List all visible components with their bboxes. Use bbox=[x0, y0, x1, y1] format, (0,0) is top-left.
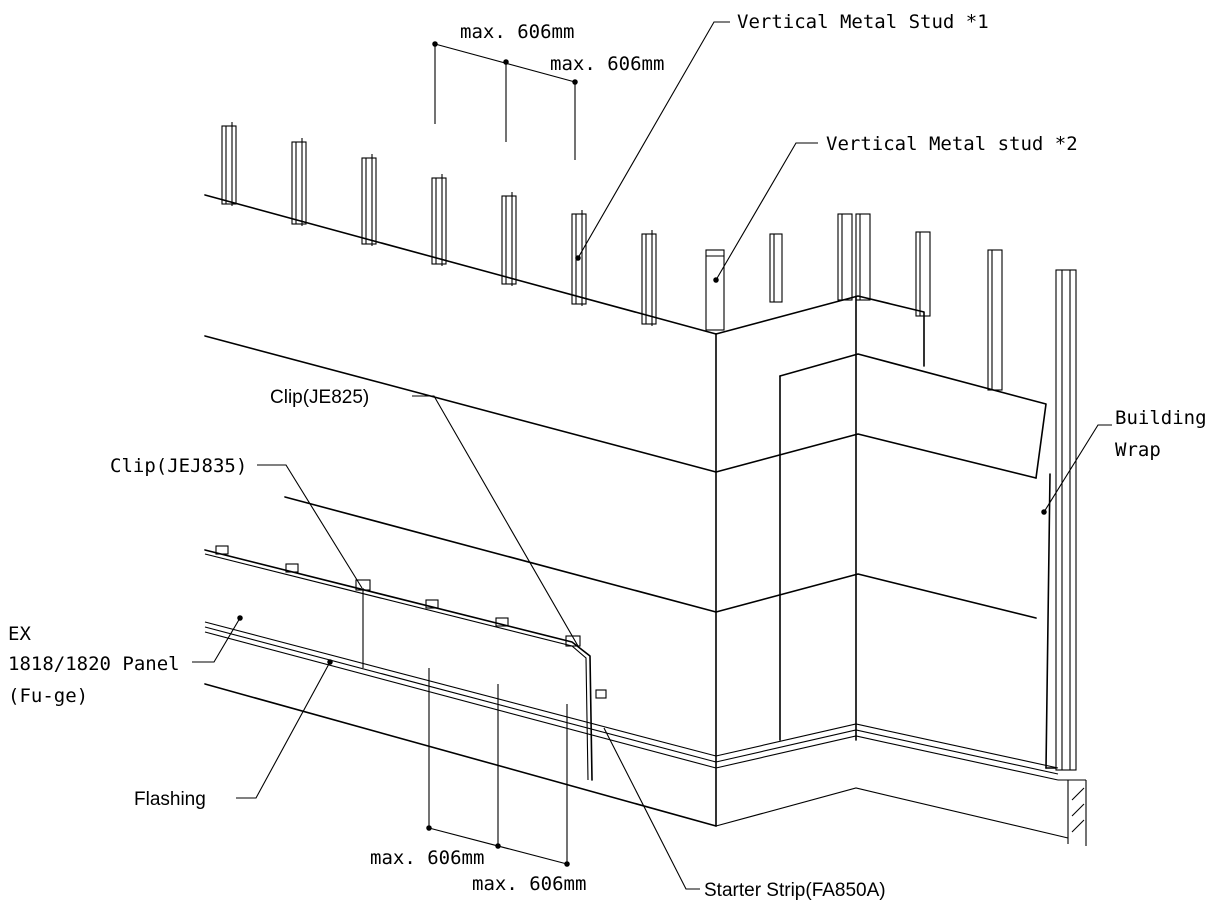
clip-je825 bbox=[565, 635, 581, 647]
label-building-wrap-line1: Building bbox=[1115, 407, 1207, 429]
metal-stud bbox=[221, 122, 237, 206]
vertical-metal-studs bbox=[221, 122, 725, 331]
wall-outline bbox=[204, 194, 1057, 827]
leader-lines bbox=[192, 21, 1112, 890]
label-starter-strip: Starter Strip(FA850A) bbox=[704, 880, 886, 901]
labels: Vertical Metal Stud *1 Vertical Metal st… bbox=[8, 11, 1207, 901]
label-vertical-metal-stud-1: Vertical Metal Stud *1 bbox=[737, 11, 989, 33]
metal-stud bbox=[361, 154, 377, 246]
label-panel-line3: (Fu-ge) bbox=[8, 685, 88, 707]
clip-rail bbox=[204, 545, 607, 781]
label-clip-je825: Clip(JE825) bbox=[270, 387, 369, 408]
right-wall-studs bbox=[769, 213, 1077, 771]
label-dimension-bottom-2: max. 606mm bbox=[472, 873, 586, 895]
metal-stud bbox=[291, 138, 307, 226]
metal-stud-square bbox=[705, 249, 725, 331]
label-clip-jej835: Clip(JEJ835) bbox=[110, 455, 247, 477]
base-flashing bbox=[204, 621, 1087, 846]
label-building-wrap-line2: Wrap bbox=[1115, 439, 1161, 461]
label-panel-line2: 1818/1820 Panel bbox=[8, 653, 180, 675]
label-vertical-metal-stud-2: Vertical Metal stud *2 bbox=[826, 133, 1078, 155]
label-dimension-top-2: max. 606mm bbox=[550, 53, 664, 75]
label-panel-line1: EX bbox=[8, 623, 31, 645]
metal-stud bbox=[641, 230, 657, 326]
metal-stud bbox=[501, 192, 517, 286]
dimension-bottom bbox=[362, 588, 570, 867]
starter-strip-part bbox=[595, 689, 607, 699]
dimension-top bbox=[432, 41, 578, 160]
label-dimension-bottom-1: max. 606mm bbox=[370, 847, 484, 869]
label-flashing: Flashing bbox=[134, 789, 206, 810]
clip bbox=[215, 545, 229, 555]
clip bbox=[495, 617, 509, 627]
label-dimension-top-1: max. 606mm bbox=[460, 21, 574, 43]
metal-stud bbox=[431, 174, 447, 266]
clip bbox=[285, 563, 299, 573]
clip bbox=[425, 599, 439, 609]
